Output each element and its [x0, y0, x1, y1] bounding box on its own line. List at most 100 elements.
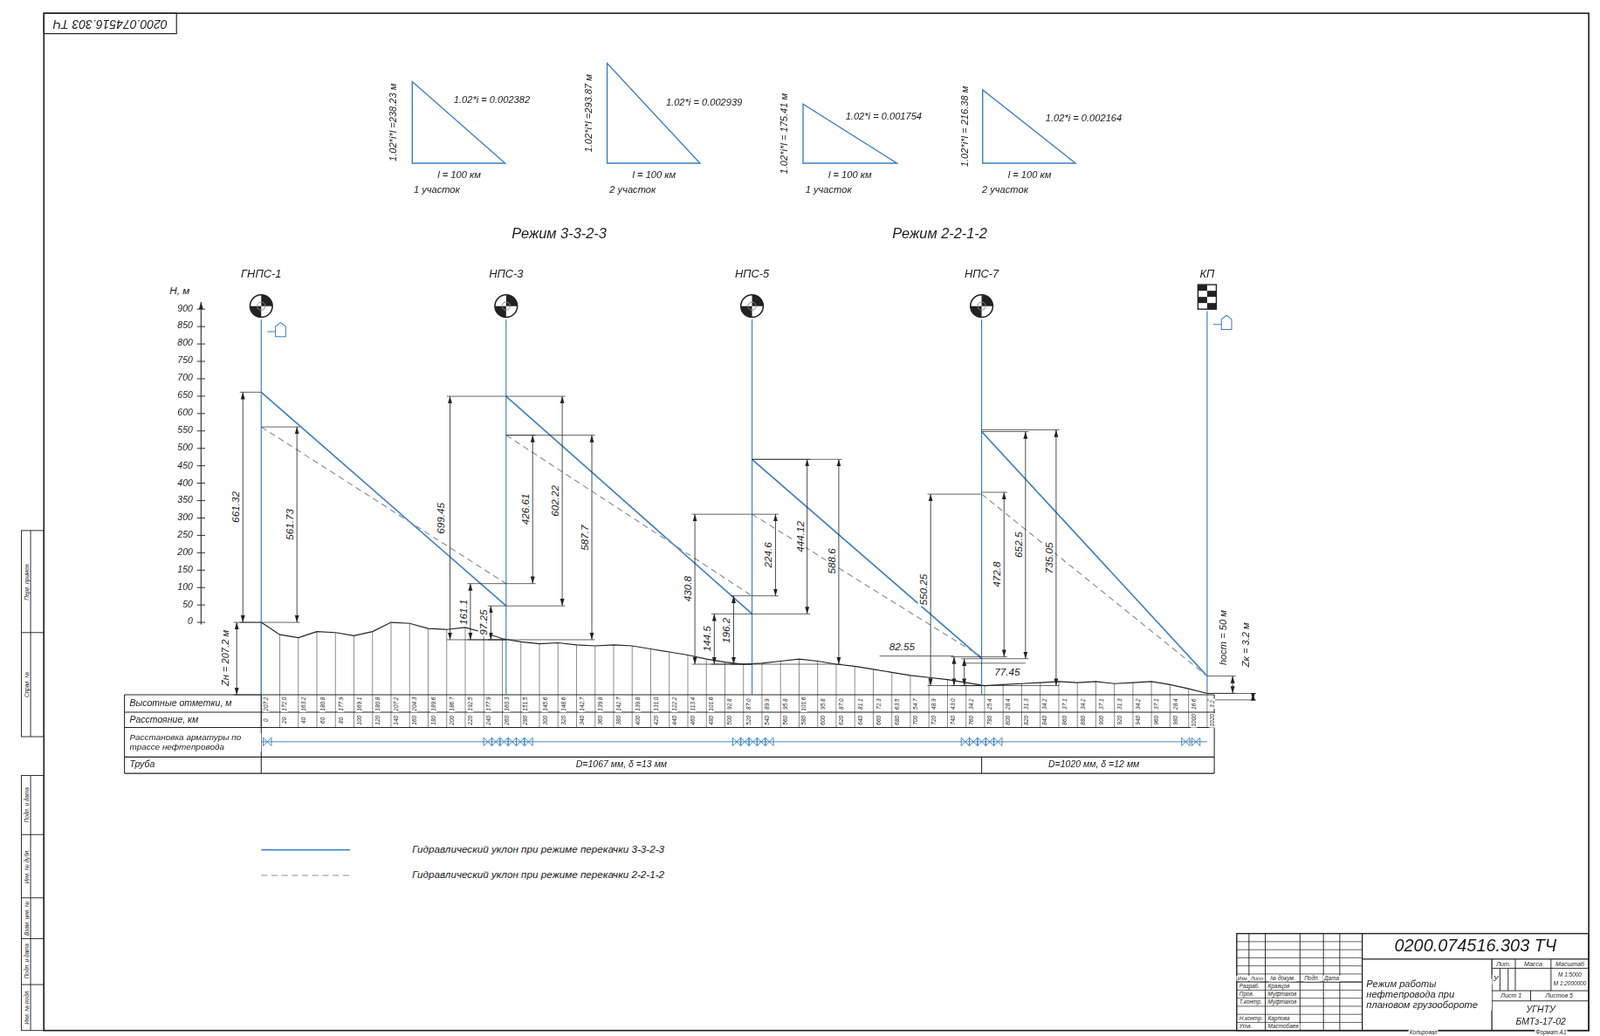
- hydraulic-gradient-2212: [260, 426, 507, 584]
- profile-tick: [353, 635, 355, 728]
- station-node: НПС-7: [946, 267, 1018, 320]
- profile-tick: [1039, 682, 1041, 728]
- distance-value: 700: [912, 714, 919, 726]
- valve-symbol: [732, 737, 741, 746]
- valve-symbol: [491, 737, 500, 746]
- station-node: ГНПС-1: [225, 267, 297, 320]
- distance-value: 360: [597, 714, 604, 726]
- distance-value: 60: [318, 715, 325, 724]
- valve-symbol: [741, 737, 749, 746]
- drawing-line: [21, 631, 45, 633]
- profile-tick: [706, 659, 708, 728]
- distance-value: 500: [727, 714, 734, 726]
- hydraulic-gradient-2212: [981, 494, 1208, 676]
- extension-line: [692, 664, 753, 666]
- extension-line: [260, 622, 300, 624]
- extension-line: [260, 426, 300, 428]
- extension-line: [961, 685, 982, 687]
- axis-value: 200: [176, 548, 194, 559]
- title-block: [1236, 933, 1589, 1031]
- axis-value: 100: [176, 582, 194, 593]
- slope-triangle: [607, 62, 701, 164]
- valve-symbol: [961, 737, 969, 746]
- extension-line: [981, 658, 1030, 660]
- drawing-line: [1323, 933, 1325, 1031]
- profile-tick: [1095, 681, 1097, 728]
- slope-value: 1.02*i = 0.002382: [453, 94, 532, 105]
- distance-value: 100: [356, 714, 363, 726]
- axis-tick: [197, 465, 206, 467]
- symbol-part: [494, 306, 507, 318]
- symbol-part: [1197, 296, 1208, 303]
- profile-tick: [817, 661, 818, 728]
- symbol-part: [494, 295, 518, 318]
- title-cell: Муфтахов: [1266, 999, 1298, 1006]
- distance-value: 780: [986, 714, 993, 726]
- valve-symbol: [969, 737, 978, 746]
- extension-line: [506, 434, 596, 436]
- distance-value: 640: [857, 714, 864, 726]
- slope-value: 1.02*i = 0.001754: [844, 110, 923, 122]
- extension-line: [233, 694, 262, 696]
- elevation-value: 142.7: [615, 695, 622, 712]
- dimension-value: 430.8: [681, 575, 694, 604]
- row-header: Расстояние, км: [128, 714, 200, 726]
- symbol-part: [1207, 290, 1217, 297]
- binding-stamp: [21, 530, 45, 737]
- profile-tick: [835, 664, 837, 728]
- elevation-value: 207.2: [263, 695, 270, 712]
- valve-symbol: [994, 737, 1003, 746]
- dimension-value: 161.1: [457, 598, 469, 627]
- row-header: Труба: [128, 760, 156, 771]
- distance-value: 340: [578, 714, 585, 726]
- valve-symbol: [977, 737, 986, 746]
- height-axis: [200, 302, 202, 625]
- elevation-value: 192.5: [466, 695, 474, 712]
- symbol-part: [506, 295, 518, 307]
- hydraulic-gradient-323: [260, 391, 507, 606]
- profile-tick: [427, 628, 429, 728]
- profile-tick: [872, 669, 874, 728]
- symbol-part: [752, 295, 764, 307]
- station-line: [1206, 311, 1208, 696]
- title-cell: Утв.: [1238, 1023, 1254, 1030]
- dimension-value: 444.12: [794, 520, 806, 554]
- distance-value: 820: [1023, 714, 1031, 726]
- profile-tick: [668, 652, 670, 728]
- valve-symbol: [516, 737, 525, 746]
- drawing-line: [21, 834, 45, 836]
- distance-value: 860: [1060, 714, 1067, 726]
- row-header: Высотные отметки, м: [128, 698, 233, 709]
- elevation-value: 151.5: [522, 695, 529, 712]
- axis-tick: [197, 500, 206, 502]
- profile-tick: [1021, 683, 1023, 728]
- extension-line: [240, 391, 262, 393]
- leader-line: [879, 655, 955, 657]
- axis-value: 450: [176, 460, 194, 472]
- title-cell: Т.контр.: [1238, 999, 1264, 1006]
- valve-symbol: [508, 737, 516, 746]
- extension-line: [711, 664, 753, 666]
- extension-line: [233, 622, 262, 624]
- dimension-value: 661.32: [230, 490, 242, 524]
- title-cell: Муфтахов: [1266, 991, 1298, 998]
- axis-tick: [197, 343, 206, 345]
- axis-tick: [197, 622, 206, 624]
- elevation-value: 92.8: [727, 697, 734, 711]
- axis-tick: [197, 430, 206, 432]
- elevation-value: 148.6: [560, 695, 567, 712]
- station-name: КП: [1171, 267, 1243, 281]
- stamp-cell: Инв. № дубл.: [22, 848, 29, 886]
- extension-line: [981, 492, 1008, 494]
- extension-line: [961, 658, 982, 660]
- hydraulic-gradient-323: [506, 396, 753, 614]
- hydraulic-gradient-2212: [752, 514, 982, 657]
- profile-tick: [761, 663, 763, 728]
- pipe-spec: D=1067 мм, δ =13 мм: [575, 760, 669, 771]
- title-cell: Н.контр.: [1238, 1015, 1265, 1022]
- title-cell: Лист: [1249, 975, 1265, 981]
- drawing-line: [1550, 959, 1552, 991]
- distance-value: 460: [689, 714, 696, 726]
- distance-value: 800: [1004, 714, 1011, 726]
- extension-line: [487, 638, 507, 640]
